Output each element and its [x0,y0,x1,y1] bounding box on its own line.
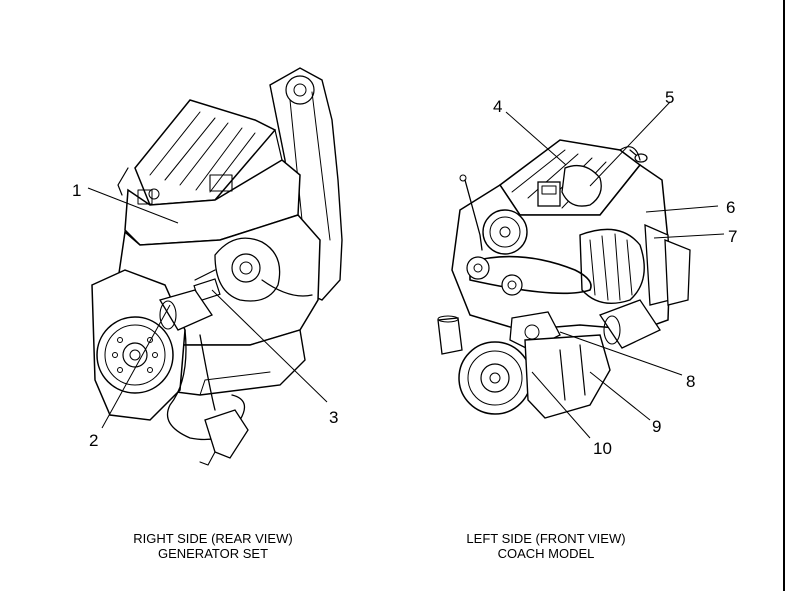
callout-9: 9 [652,417,661,436]
callout-2: 2 [89,431,98,450]
callout-5: 5 [665,88,674,107]
leader-lines [87,101,725,439]
left-caption-line1: RIGHT SIDE (REAR VIEW) [133,531,292,546]
callout-7: 7 [728,227,737,246]
left-caption-line2: GENERATOR SET [158,546,268,561]
left-engine-illustration [91,67,343,466]
callout-1: 1 [72,181,81,200]
callout-10: 10 [593,439,612,458]
right-engine-illustration [437,139,691,419]
callout-8: 8 [686,372,695,391]
callout-6: 6 [726,198,735,217]
callout-3: 3 [329,408,338,427]
right-caption-line2: COACH MODEL [498,546,595,561]
callout-4: 4 [493,97,502,116]
right-caption-line1: LEFT SIDE (FRONT VIEW) [466,531,625,546]
